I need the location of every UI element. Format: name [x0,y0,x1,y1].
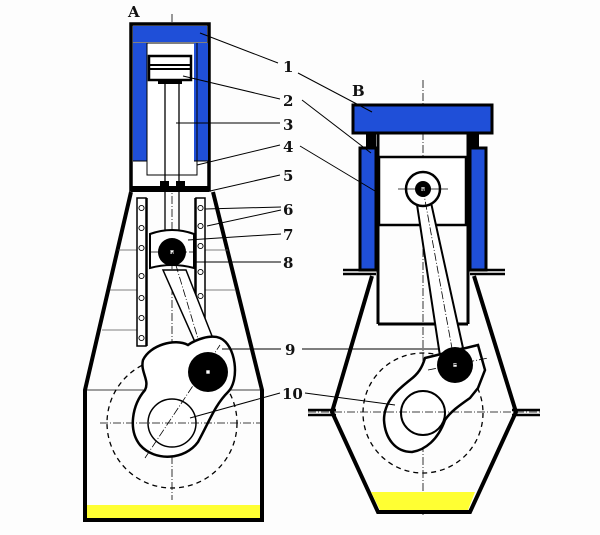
label-4: 4 [283,138,293,156]
bolt-hole [138,272,145,280]
engine-a-piston-rod [164,84,180,232]
engine-a-oil-sump [87,505,260,518]
leader-6a [204,206,282,210]
engine-b-crank [308,343,540,474]
bolt-hole [138,314,145,322]
bolt-hole [197,242,204,250]
engine-a-crank-arm-axis [144,344,221,459]
bolt-hole [138,294,145,302]
engine-a-stuffing-box-r [176,181,185,191]
leader-4a [196,144,281,166]
engine-a-diaphragm [131,186,209,192]
engine-b-connecting-rod [398,170,465,366]
engine-a-cylinder-wall-left [133,43,147,161]
engine-b: B [308,80,540,515]
bolt-hole [197,222,204,230]
engine-b-upper-flange [343,268,505,276]
engine-b-head-gasket-r [469,134,479,148]
engine-b-main-journal [400,390,446,436]
leader-10b [304,392,396,406]
label-2: 2 [283,92,293,110]
leader-7 [187,233,282,241]
bolt-hole [138,224,145,232]
leader-1b [297,72,373,113]
engine-b-pin-axis [427,357,489,371]
label-10: 10 [282,385,303,403]
label-3: 3 [283,116,293,134]
leader-5 [209,174,281,192]
engine-a-title: A [127,3,140,21]
engine-a-piston-base [158,81,182,84]
engine-a-guide-bolts [138,204,204,342]
label-1: 1 [283,58,293,76]
bolt-hole [197,292,204,300]
label-9: 9 [285,341,295,359]
bolt-hole [197,268,204,276]
engine-a-crank-pin-center [205,369,211,375]
engine-a-crank [100,335,262,489]
engine-b-crankcase [308,275,540,514]
leader-2a [182,75,281,100]
label-6: 6 [283,201,293,219]
engine-a-frame-outline [83,191,264,522]
engine-a-crankcase [83,191,264,522]
leader-1a [199,32,279,64]
engine-b-rod-axis [422,188,456,366]
bolt-hole [197,204,204,212]
engine-a-guide-left [136,197,147,347]
engine-a-cylinder-head [133,26,207,42]
leader-6b [206,209,282,227]
engine-b-cylinder-wall-left [358,146,378,272]
bolt-hole [138,204,145,212]
leader-2b [301,99,372,154]
engine-a-bore [146,43,198,176]
engine-b-oil-sump [371,492,475,510]
leader-4b [299,145,376,192]
engine-b-cylinder-head [351,103,494,135]
engine-b-title: B [352,82,365,100]
label-7: 7 [283,226,293,244]
engine-b-crankcase-outline [329,275,519,514]
bolt-hole [138,244,145,252]
engine-a-piston [147,54,193,84]
label-8: 8 [283,254,293,272]
label-5: 5 [283,167,293,185]
engine-a-cylinder-wall-right [194,43,208,161]
engine-b-head-gasket-l [366,134,376,148]
engine-a-crosshead [149,229,195,270]
engine-a: A [83,3,264,522]
engine-b-cylinder-wall-right [468,146,488,272]
callout-labels: 1 2 3 4 5 6 7 8 9 10 [176,32,440,419]
leader-10a [189,392,281,419]
engine-a-cylinder [129,22,211,192]
bolt-hole [138,334,145,342]
engine-b-crank-circle [362,352,484,474]
